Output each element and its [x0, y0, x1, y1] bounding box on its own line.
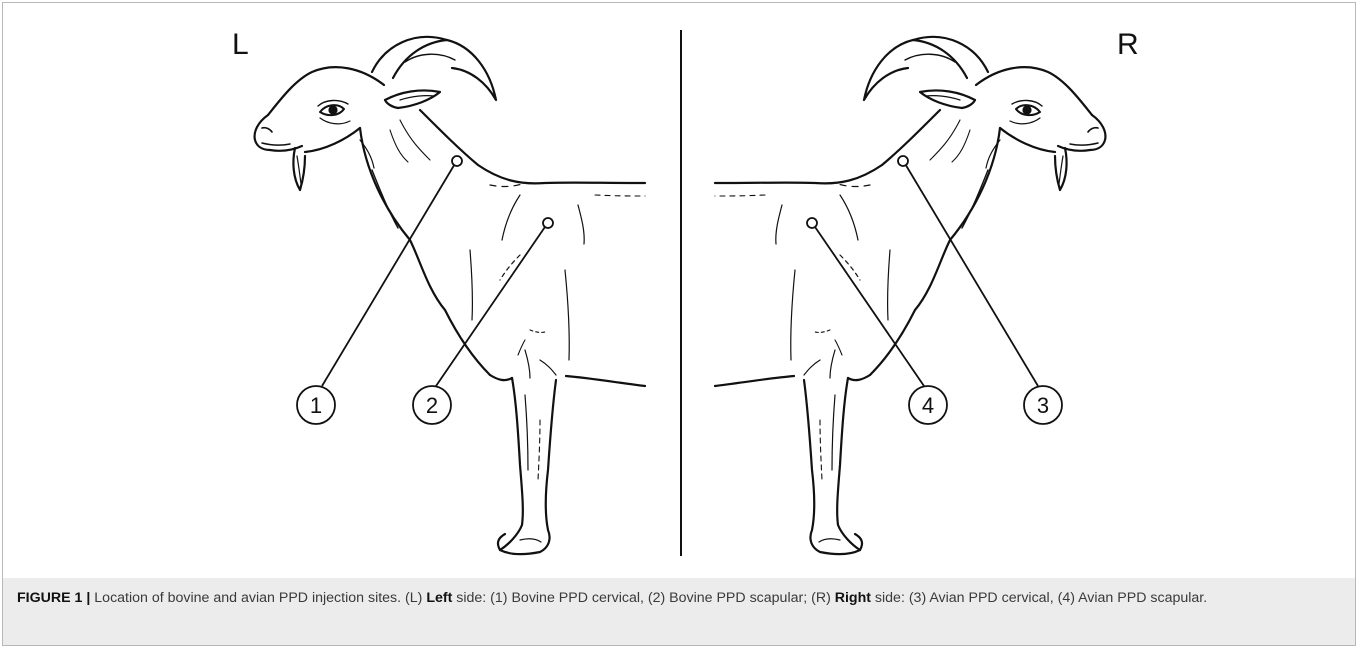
- goat-illustration: 1 2 3 4: [0, 0, 1360, 580]
- figure-caption: FIGURE 1 | Location of bovine and avian …: [2, 578, 1356, 646]
- left-goat-drawing: [255, 37, 645, 554]
- leader-line-3: [904, 162, 1038, 386]
- injection-site-1-dot: [452, 156, 462, 166]
- caption-right-bold: Right: [835, 590, 871, 606]
- marker-number-1: 1: [310, 393, 322, 418]
- leader-line-2: [436, 224, 547, 386]
- leader-line-1: [322, 162, 456, 386]
- right-goat-drawing: [715, 37, 1105, 554]
- marker-number-3: 3: [1037, 393, 1049, 418]
- caption-figure-label: FIGURE 1 |: [17, 590, 90, 606]
- caption-left-bold: Left: [426, 590, 452, 606]
- marker-number-4: 4: [922, 393, 934, 418]
- injection-site-2-dot: [543, 218, 553, 228]
- caption-text-3: side: (3) Avian PPD cervical, (4) Avian …: [871, 590, 1207, 606]
- injection-site-3-dot: [898, 156, 908, 166]
- caption-text-1: Location of bovine and avian PPD injecti…: [90, 590, 426, 606]
- marker-number-2: 2: [426, 393, 438, 418]
- leader-line-4: [813, 224, 924, 386]
- caption-text-2: side: (1) Bovine PPD cervical, (2) Bovin…: [452, 590, 834, 606]
- injection-site-4-dot: [807, 218, 817, 228]
